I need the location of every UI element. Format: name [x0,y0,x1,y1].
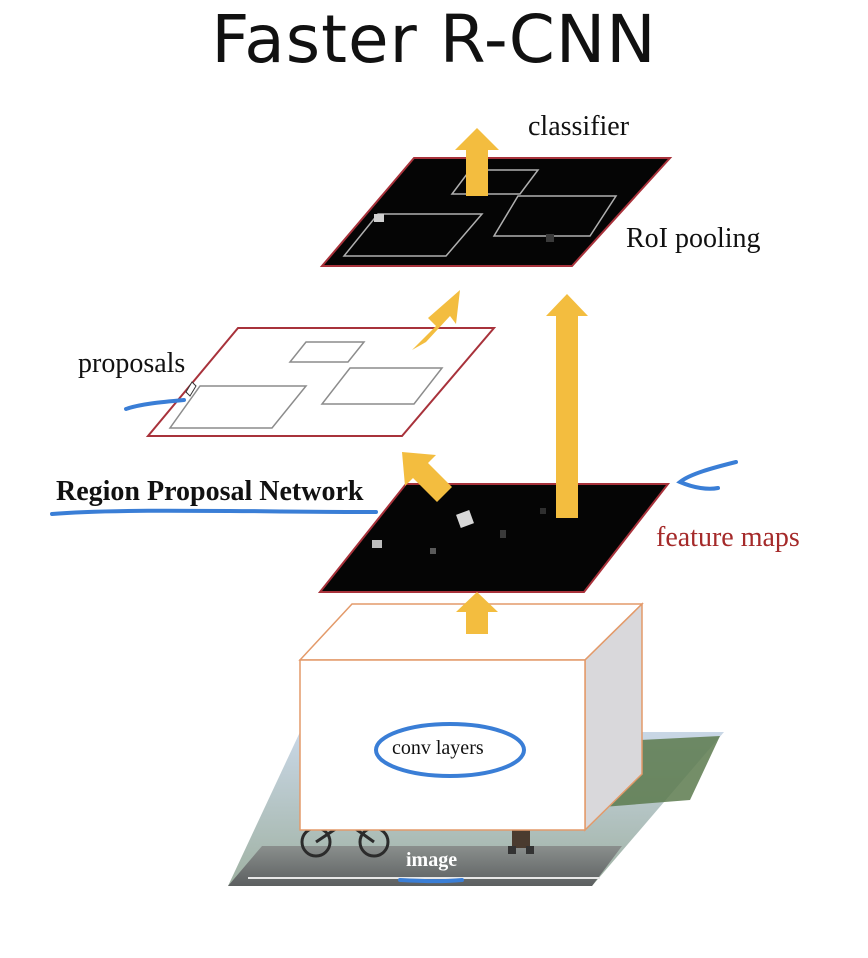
proposal-box [320,367,444,405]
annotation-squiggle-proposals [124,398,186,411]
feature-maps-map [317,483,671,593]
feature-maps-plane [317,483,671,593]
proposals-label: proposals [78,348,185,379]
roi-pooling-map [319,157,673,267]
activation-blob [546,234,554,242]
flow-arrows [402,128,588,634]
image-label: image [406,849,457,871]
activation-blob [372,540,382,548]
activation-blob [374,214,384,222]
roi-box [342,213,484,257]
rpn-label: Region Proposal Network [56,476,364,507]
proposals-plane [145,327,497,437]
annotation-underline-image [398,878,464,884]
activation-blob [540,508,546,514]
annotation-arrow-feature-maps [676,460,738,491]
arrow-features-to-proposals [402,452,452,502]
classifier-label: classifier [528,111,630,142]
arrow-conv-to-features [456,592,498,634]
conv-layers-label: conv layers [392,737,484,759]
activation-blob [430,548,436,554]
arrow-proposals-to-roi [412,290,460,350]
proposal-box [168,385,308,429]
annotation-underline-rpn [50,508,378,516]
box-front-face [299,659,586,831]
roi-pooling-plane [319,157,673,267]
arrow-roi-to-classifier [455,128,499,196]
proposal-box [288,341,366,363]
image-road [228,846,622,886]
arrow-features-to-roi [546,294,588,518]
proposals-map [145,327,497,437]
activation-blob [456,510,474,528]
roi-pooling-label: RoI pooling [626,223,761,254]
annotation-circle-conv-layers [374,722,526,778]
feature-maps-label: feature maps [656,522,800,553]
pen-cursor-icon [185,381,197,397]
conv-layers-box [298,602,644,832]
roi-box [492,195,618,237]
annotations [50,398,738,884]
activation-blob [500,530,506,538]
page-title: Faster R-CNN [211,1,657,78]
roi-box [450,169,540,195]
